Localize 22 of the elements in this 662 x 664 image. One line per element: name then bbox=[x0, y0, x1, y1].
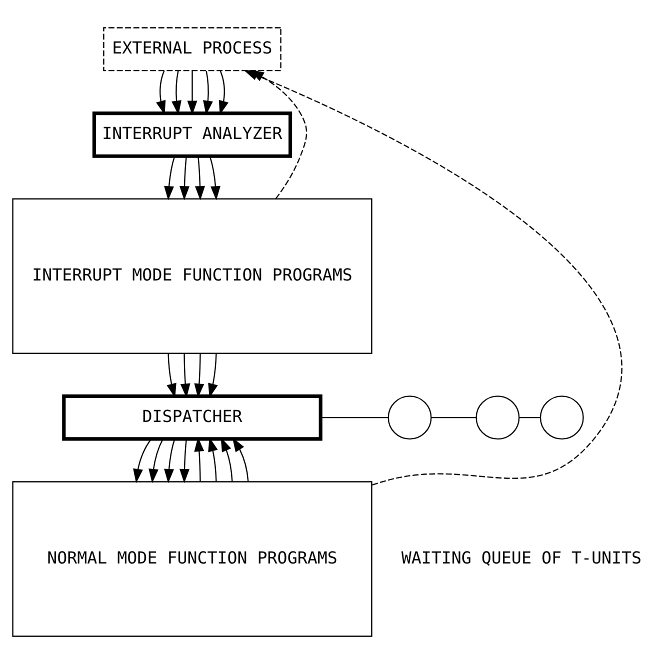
arrow bbox=[208, 437, 218, 482]
node-box: INTERRUPT MODE FUNCTION PROGRAMS bbox=[12, 198, 372, 354]
arrow bbox=[164, 156, 176, 200]
node-box: EXTERNAL PROCESS bbox=[103, 27, 282, 72]
node-circle bbox=[388, 396, 432, 440]
connector bbox=[431, 416, 476, 418]
connector bbox=[320, 416, 388, 418]
arrow bbox=[180, 438, 190, 484]
node-circle bbox=[540, 396, 584, 440]
arrow bbox=[180, 156, 190, 200]
node-circle bbox=[476, 396, 520, 440]
arrow bbox=[194, 437, 204, 482]
node-box: NORMAL MODE FUNCTION PROGRAMS bbox=[12, 481, 372, 637]
node-box: DISPATCHER bbox=[62, 394, 322, 441]
arrow bbox=[195, 156, 205, 200]
arrow bbox=[209, 156, 220, 200]
arrow bbox=[148, 438, 164, 484]
label: WAITING QUEUE OF T-UNITS bbox=[401, 548, 642, 568]
node-box: INTERRUPT ANALYZER bbox=[92, 112, 292, 158]
arrow bbox=[133, 438, 152, 484]
arrow bbox=[164, 438, 176, 484]
connector bbox=[519, 416, 540, 418]
